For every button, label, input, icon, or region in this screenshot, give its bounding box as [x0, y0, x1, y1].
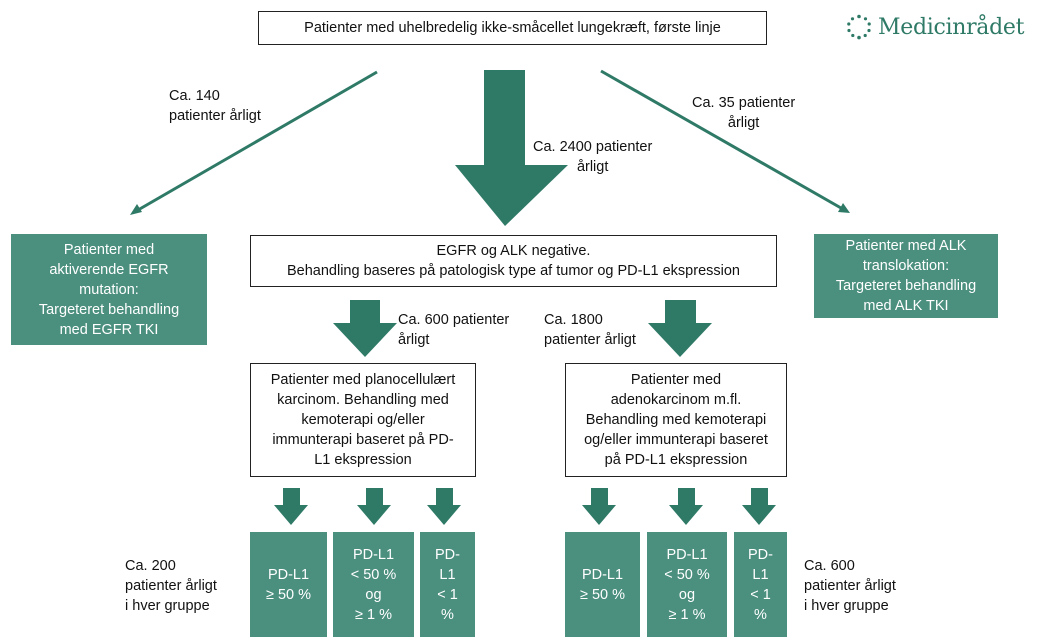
right-group-note: Ca. 600 patienter årligt i hver gruppe: [804, 558, 896, 614]
population-box: Patienter med uhelbredelig ikke-småcelle…: [258, 11, 767, 45]
negative-box: EGFR og ALK negative. Behandling baseres…: [250, 235, 777, 287]
left-group-low: PD- L1 < 1 %: [420, 532, 475, 637]
left-group-note: Ca. 200 patienter årligt i hver gruppe: [125, 558, 217, 614]
planocellular-flow-label: Ca. 600 patienter årligt: [398, 312, 510, 348]
group-arrow-right-1: [582, 488, 616, 525]
adeno-box-text: Patienter med adenokarcinom m.fl. Behand…: [584, 372, 768, 468]
logo-text: Medicinrådet: [878, 14, 1025, 40]
negative-box-text: EGFR og ALK negative. Behandling baseres…: [287, 243, 740, 279]
planocellular-box-text: Patienter med planocellulært karcinom. B…: [270, 372, 456, 468]
group-arrow-left-3: [427, 488, 461, 525]
alk-branch-arrow: [600, 69, 850, 213]
right-group-mid: PD-L1 < 50 % og ≥ 1 %: [647, 532, 727, 637]
left-group-high: PD-L1 ≥ 50 %: [250, 532, 327, 637]
group-arrow-left-2: [357, 488, 391, 525]
left-group-high-text: PD-L1 ≥ 50 %: [265, 566, 312, 603]
right-group-low-text: PD- L1 < 1 %: [748, 546, 773, 623]
egfr-branch-arrow: [130, 70, 378, 215]
group-arrow-left-1: [274, 488, 308, 525]
adeno-box: Patienter med adenokarcinom m.fl. Behand…: [565, 363, 787, 477]
egfr-box: Patienter med aktiverende EGFR mutation:…: [11, 234, 207, 345]
right-group-low: PD- L1 < 1 %: [734, 532, 787, 637]
adeno-flow-label: Ca. 1800 patienter årligt: [544, 312, 636, 348]
right-group-mid-text: PD-L1 < 50 % og ≥ 1 %: [664, 546, 710, 623]
alk-flow-label: Ca. 35 patienter årligt: [692, 95, 796, 131]
alk-box-text: Patienter med ALK translokation: Targete…: [835, 238, 977, 314]
planocellular-box: Patienter med planocellulært karcinom. B…: [250, 363, 476, 477]
left-group-mid: PD-L1 < 50 % og ≥ 1 %: [333, 532, 414, 637]
main-flow-label: Ca. 2400 patienter årligt: [533, 139, 653, 175]
group-arrow-right-2: [669, 488, 703, 525]
egfr-flow-label: Ca. 140 patienter årligt: [169, 88, 261, 124]
population-text: Patienter med uhelbredelig ikke-småcelle…: [304, 20, 721, 36]
right-group-high: PD-L1 ≥ 50 %: [565, 532, 640, 637]
left-group-mid-text: PD-L1 < 50 % og ≥ 1 %: [350, 546, 397, 623]
dotted-circle-icon: [847, 14, 871, 40]
alk-box: Patienter med ALK translokation: Targete…: [814, 234, 998, 318]
group-arrow-right-3: [742, 488, 776, 525]
planocellular-block-arrow: [333, 300, 397, 357]
right-group-high-text: PD-L1 ≥ 50 %: [579, 566, 626, 603]
egfr-box-text: Patienter med aktiverende EGFR mutation:…: [38, 241, 180, 338]
main-block-arrow: [455, 70, 568, 226]
left-group-low-text: PD- L1 < 1 %: [435, 546, 460, 623]
adeno-block-arrow: [648, 300, 712, 357]
medicinraadet-logo: Medicinrådet: [846, 14, 1024, 40]
